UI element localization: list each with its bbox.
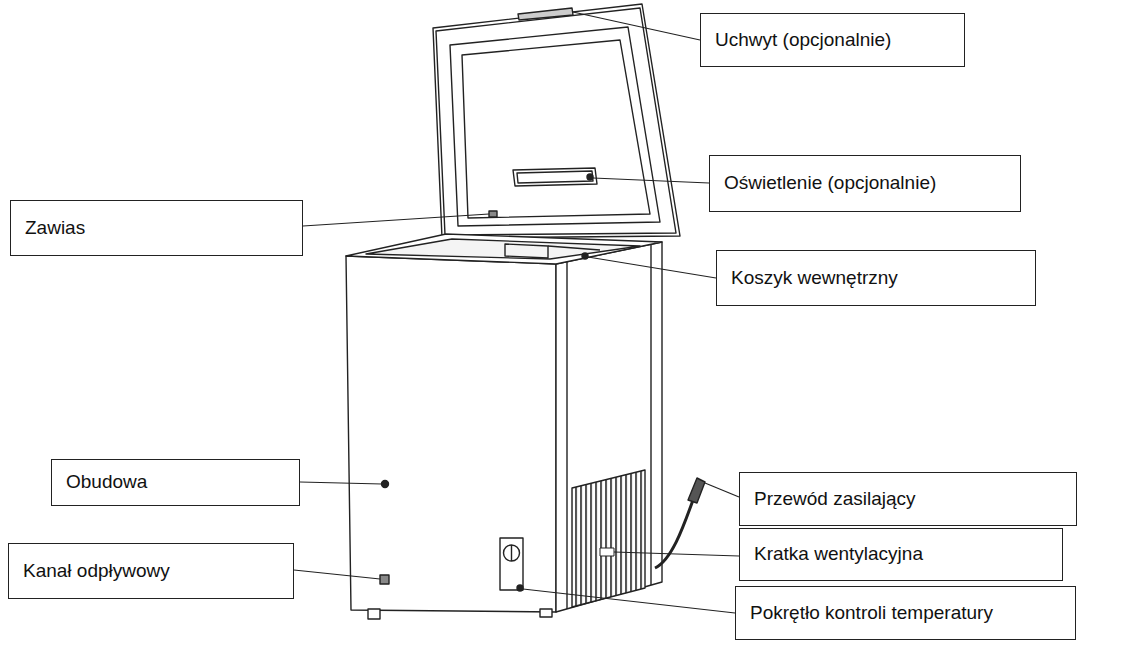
grille-tag — [600, 548, 614, 556]
label-box: Przewód zasilający — [739, 472, 1077, 526]
lid-inner-panel — [462, 40, 650, 218]
foot — [540, 609, 552, 617]
label-box: Obudowa — [51, 459, 300, 506]
basket-point — [582, 253, 588, 259]
part-label: Koszyk wewnętrzny — [731, 267, 898, 290]
label-box: Oświetlenie (opcjonalnie) — [709, 155, 1021, 212]
knob-point — [517, 585, 523, 591]
control-panel — [500, 538, 523, 590]
label-box: Kanał odpływowy — [8, 543, 294, 599]
lid-handle — [518, 8, 573, 20]
leader-line — [593, 178, 709, 183]
lid-light — [513, 168, 597, 186]
leader-line — [300, 482, 382, 484]
lid-outer — [433, 4, 680, 238]
vent-grille — [572, 470, 645, 607]
part-label: Kanał odpływowy — [23, 560, 170, 583]
label-box: Pokrętło kontroli temperatury — [735, 586, 1076, 640]
foot — [368, 609, 380, 619]
leader-line — [573, 12, 700, 40]
label-box: Zawias — [10, 200, 303, 256]
leader-line — [614, 552, 739, 556]
right-face — [556, 242, 662, 612]
part-label: Uchwyt (opcjonalnie) — [715, 29, 891, 52]
basket-rim — [548, 246, 600, 250]
leader-line — [303, 214, 489, 226]
knob-mark — [511, 545, 512, 561]
part-label: Przewód zasilający — [754, 488, 916, 511]
inner-basket — [505, 244, 548, 258]
label-box: Kratka wentylacyjna — [739, 528, 1063, 581]
opening — [366, 239, 640, 259]
part-label: Kratka wentylacyjna — [754, 543, 923, 566]
front-face — [346, 256, 556, 612]
part-label: Obudowa — [66, 471, 147, 494]
drain-plug — [380, 575, 389, 584]
lid-edge — [436, 8, 676, 235]
part-label: Pokrętło kontroli temperatury — [750, 602, 993, 625]
lid-gasket — [450, 27, 660, 226]
housing-point — [382, 481, 389, 488]
part-label: Oświetlenie (opcjonalnie) — [724, 172, 936, 195]
leader-line — [294, 570, 380, 579]
leader-line — [523, 589, 735, 613]
lid-light-lens — [517, 171, 593, 183]
control-knob — [504, 545, 520, 561]
power-plug — [688, 478, 705, 503]
label-box: Koszyk wewnętrzny — [716, 250, 1036, 306]
part-label: Zawias — [25, 217, 85, 240]
power-cord — [655, 500, 693, 568]
light-point — [587, 174, 593, 180]
label-box: Uchwyt (opcjonalnie) — [700, 13, 965, 67]
back-edge — [650, 244, 651, 585]
top-rim — [346, 234, 662, 264]
hinge — [489, 211, 497, 217]
leader-line — [588, 257, 716, 278]
corner-edge — [566, 262, 567, 609]
leader-line — [705, 483, 739, 497]
